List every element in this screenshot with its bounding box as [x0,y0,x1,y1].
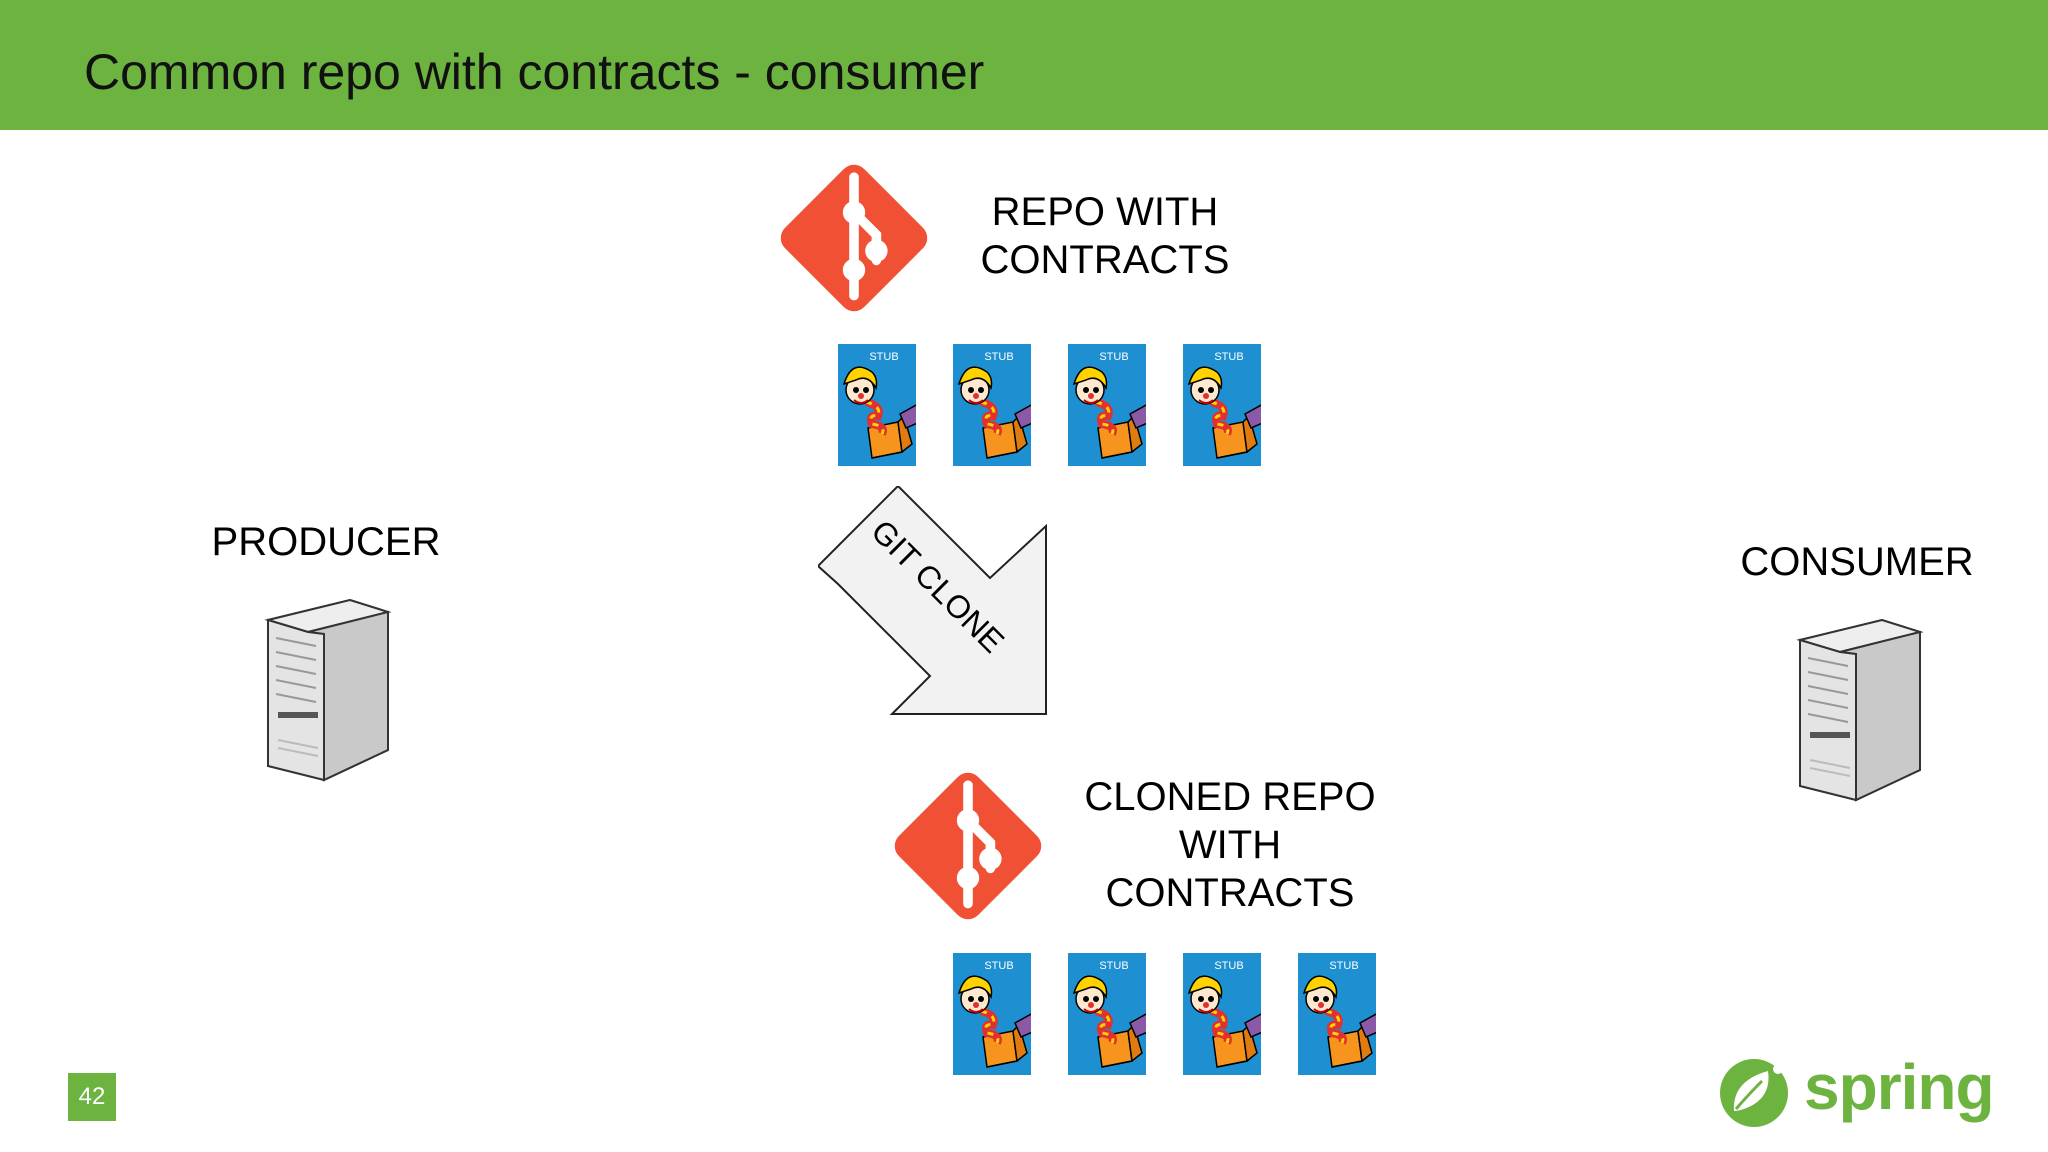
server-icon [1796,610,1924,802]
page-number: 42 [68,1073,116,1121]
repo-label: REPO WITH CONTRACTS [980,188,1230,284]
stub-jar-icon [1068,953,1146,1075]
stub-jar-icon [953,953,1031,1075]
git-clone-arrow: GIT CLONE [818,486,1047,715]
repo-label-line1: REPO WITH [991,190,1219,234]
cloned-repo-label: CLONED REPO WITH CONTRACTS [1060,773,1400,917]
git-logo-icon [774,158,934,318]
spring-wordmark: spring [1804,1051,1995,1123]
stub-jar-icon [1183,953,1261,1075]
stub-jar-icon [1068,344,1146,466]
spring-leaf-icon [1720,1059,1788,1127]
git-logo-icon [888,766,1048,926]
repo-label-line2: CONTRACTS [980,238,1230,282]
spring-logo: spring [1716,1051,1995,1133]
cloned-label-line2: WITH [1178,823,1282,867]
stub-jar-icon [1183,344,1261,466]
producer-label: PRODUCER [211,520,441,564]
cloned-label-line1: CLONED REPO [1084,775,1376,819]
stub-jar-icon [1298,953,1376,1075]
server-icon [264,590,392,782]
slide-header: Common repo with contracts - consumer [0,0,2048,130]
stub-jar-icon [838,344,916,466]
stub-jar-icon [953,344,1031,466]
cloned-label-line3: CONTRACTS [1105,871,1355,915]
slide-title: Common repo with contracts - consumer [84,44,985,100]
consumer-label: CONSUMER [1740,540,1974,584]
